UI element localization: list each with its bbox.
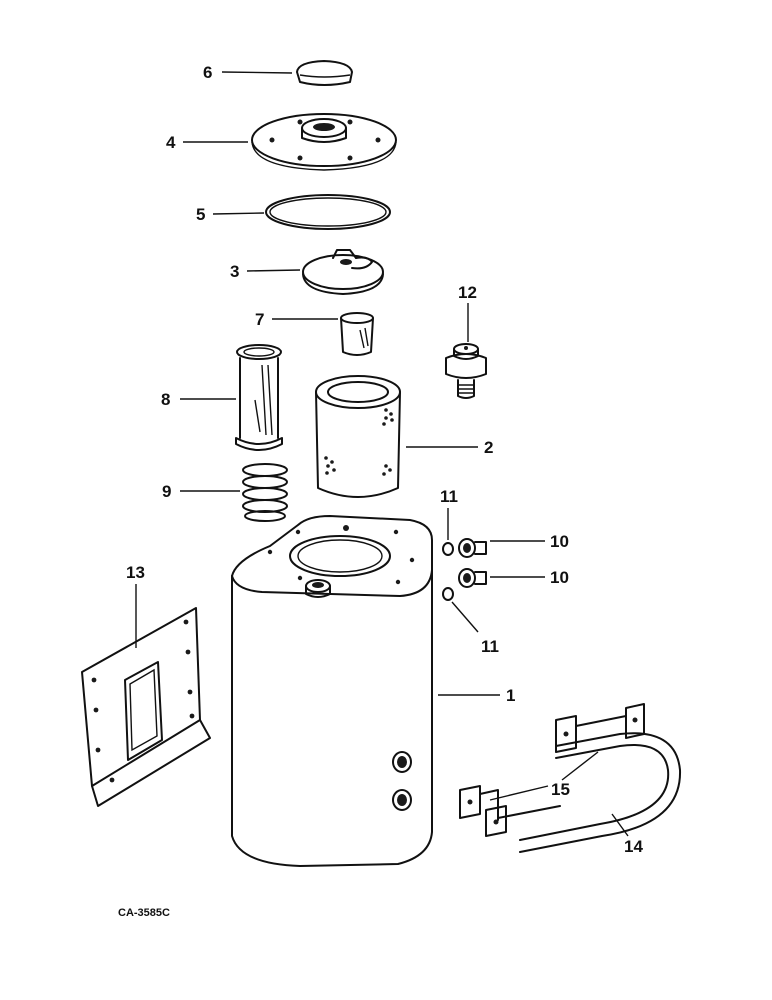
part-mounting-bracket xyxy=(81,607,211,807)
callout-8: 8 xyxy=(161,390,170,409)
drawing-code: CA-3585C xyxy=(118,907,170,919)
callout-labels: 6 4 5 3 7 12 8 2 9 11 10 10 11 13 1 15 1… xyxy=(126,63,643,856)
part-strap-ends xyxy=(459,703,645,837)
callout-9: 9 xyxy=(162,482,171,501)
callout-4: 4 xyxy=(166,133,176,152)
part-strap xyxy=(497,732,682,853)
callout-5: 5 xyxy=(196,205,205,224)
callout-12: 12 xyxy=(458,283,477,302)
part-fitting-lower xyxy=(458,568,487,588)
part-cap xyxy=(296,60,353,86)
callout-11-lower: 11 xyxy=(481,637,499,656)
callout-10-lower: 10 xyxy=(550,568,569,587)
callout-6: 6 xyxy=(203,63,212,82)
callout-1: 1 xyxy=(506,686,515,705)
callout-3: 3 xyxy=(230,262,239,281)
part-o-ring xyxy=(265,194,391,230)
callout-2: 2 xyxy=(484,438,493,457)
part-filter-element xyxy=(315,375,401,498)
part-fitting-upper xyxy=(458,538,487,558)
callout-14: 14 xyxy=(624,837,643,856)
callout-11-upper: 11 xyxy=(440,487,458,506)
leader-lines xyxy=(135,71,629,837)
part-small-sleeve xyxy=(340,312,374,356)
part-filter-lid xyxy=(302,249,384,295)
callout-10-upper: 10 xyxy=(550,532,569,551)
part-switch xyxy=(445,343,487,399)
part-reservoir-tank xyxy=(231,515,433,867)
callout-15: 15 xyxy=(551,780,570,799)
part-spring xyxy=(242,463,288,522)
part-cover-plate xyxy=(251,113,397,171)
part-washer-upper xyxy=(442,542,454,556)
callout-7: 7 xyxy=(255,310,264,329)
part-washer-lower xyxy=(442,587,454,601)
callout-13: 13 xyxy=(126,563,145,582)
part-screen-tube xyxy=(235,344,283,451)
